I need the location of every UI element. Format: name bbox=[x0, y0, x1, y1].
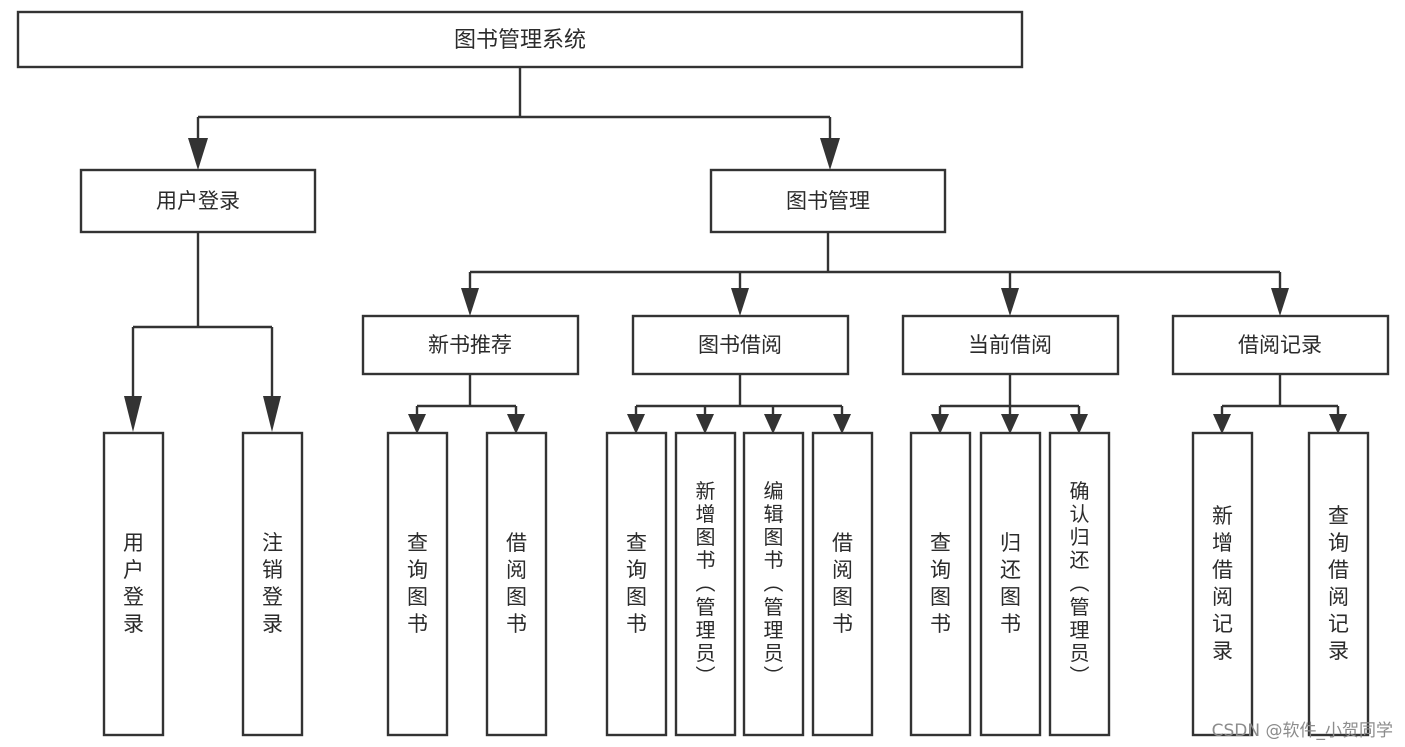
leaf-current-return-book-label: 归还图书 bbox=[1000, 531, 1021, 636]
arrowhead-icon bbox=[731, 288, 749, 316]
arrowhead-icon bbox=[461, 288, 479, 316]
arrowhead-icon bbox=[188, 138, 208, 170]
node-book-borrow[interactable]: 图书借阅 bbox=[631, 314, 850, 376]
node-book-borrow-label: 图书借阅 bbox=[698, 333, 782, 357]
node-root-box[interactable] bbox=[16, 10, 1024, 69]
leaf-logout-box[interactable] bbox=[241, 431, 304, 737]
arrowhead-icon bbox=[1213, 414, 1231, 434]
leaf-borrow-add-book-label: 新增图书︵管理员︶ bbox=[695, 478, 716, 689]
leaf-newbook-borrow-book-box[interactable] bbox=[485, 431, 548, 737]
node-current-borrow-box[interactable] bbox=[901, 314, 1120, 376]
arrowhead-icon bbox=[931, 414, 949, 434]
node-book-borrow-box[interactable] bbox=[631, 314, 850, 376]
leaf-current-query-book-label: 查询图书 bbox=[930, 531, 951, 636]
leaf-user-login[interactable]: 用户登录 bbox=[102, 431, 165, 737]
connector-bookborrow-to-leaves bbox=[627, 374, 851, 434]
leaf-borrow-edit-book-label: 编辑图书︵管理员︶ bbox=[763, 478, 784, 689]
connector-bookmgmt-to-level3 bbox=[461, 232, 1289, 316]
arrowhead-icon bbox=[1271, 288, 1289, 316]
node-book-management-box[interactable] bbox=[709, 168, 947, 234]
node-user-login-box[interactable] bbox=[79, 168, 317, 234]
node-root[interactable]: 图书管理系统 bbox=[16, 10, 1024, 69]
leaf-newbook-query-book-label: 查询图书 bbox=[407, 531, 428, 636]
leaf-current-return-book-box[interactable] bbox=[979, 431, 1042, 737]
leaf-borrow-add-book-box[interactable] bbox=[674, 431, 737, 737]
connector-borrowrecord-to-leaves bbox=[1213, 374, 1347, 434]
leaf-user-login-box[interactable] bbox=[102, 431, 165, 737]
leaf-borrow-query-book-box[interactable] bbox=[605, 431, 668, 737]
leaf-borrow-borrow-book-label: 借阅图书 bbox=[832, 531, 853, 636]
arrowhead-icon bbox=[764, 414, 782, 434]
arrowhead-icon bbox=[1329, 414, 1347, 434]
arrowhead-icon bbox=[820, 138, 840, 170]
arrowhead-icon bbox=[507, 414, 525, 434]
node-book-management[interactable]: 图书管理 bbox=[709, 168, 947, 234]
connector-newbook-to-leaves bbox=[408, 374, 525, 434]
node-new-book-recommend[interactable]: 新书推荐 bbox=[361, 314, 580, 376]
leaf-current-query-book-box[interactable] bbox=[909, 431, 972, 737]
arrowhead-icon bbox=[833, 414, 851, 434]
leaf-borrow-borrow-book-box[interactable] bbox=[811, 431, 874, 737]
node-book-management-label: 图书管理 bbox=[786, 189, 870, 213]
leaf-borrow-query-book-label: 查询图书 bbox=[626, 531, 647, 636]
node-new-book-recommend-label: 新书推荐 bbox=[428, 333, 512, 357]
node-current-borrow-label: 当前借阅 bbox=[968, 333, 1052, 357]
leaf-logout-label: 注销登录 bbox=[262, 531, 283, 636]
node-borrow-record[interactable]: 借阅记录 bbox=[1171, 314, 1390, 376]
arrowhead-icon bbox=[1001, 414, 1019, 434]
leaf-current-confirm-return-label: 确认归还︵管理员︶ bbox=[1069, 478, 1090, 689]
leaf-newbook-query-book-box[interactable] bbox=[386, 431, 449, 737]
leaf-record-query-box[interactable] bbox=[1307, 431, 1370, 737]
connector-userlogin-to-leaves bbox=[124, 232, 281, 432]
arrowhead-icon bbox=[627, 414, 645, 434]
node-borrow-record-label: 借阅记录 bbox=[1238, 333, 1322, 357]
connector-currentborrow-to-leaves bbox=[931, 374, 1088, 434]
connector-root-to-level2 bbox=[188, 67, 840, 170]
node-borrow-record-box[interactable] bbox=[1171, 314, 1390, 376]
leaf-user-login-label: 用户登录 bbox=[123, 531, 144, 636]
leaf-record-add-box[interactable] bbox=[1191, 431, 1254, 737]
node-new-book-recommend-box[interactable] bbox=[361, 314, 580, 376]
arrowhead-icon bbox=[1070, 414, 1088, 434]
arrowhead-icon bbox=[1001, 288, 1019, 316]
arrowhead-icon bbox=[263, 396, 281, 432]
leaf-borrow-edit-book-box[interactable] bbox=[742, 431, 805, 737]
node-root-label: 图书管理系统 bbox=[454, 28, 586, 53]
leaf-newbook-borrow-book-label: 借阅图书 bbox=[506, 531, 527, 636]
arrowhead-icon bbox=[696, 414, 714, 434]
node-user-login-label: 用户登录 bbox=[156, 189, 240, 213]
node-current-borrow[interactable]: 当前借阅 bbox=[901, 314, 1120, 376]
leaf-current-confirm-return-box[interactable] bbox=[1048, 431, 1111, 737]
leaf-record-query-label: 查询借阅记录 bbox=[1328, 504, 1349, 663]
arrowhead-icon bbox=[408, 414, 426, 434]
leaf-record-add-label: 新增借阅记录 bbox=[1212, 504, 1233, 663]
node-user-login[interactable]: 用户登录 bbox=[79, 168, 317, 234]
arrowhead-icon bbox=[124, 396, 142, 432]
